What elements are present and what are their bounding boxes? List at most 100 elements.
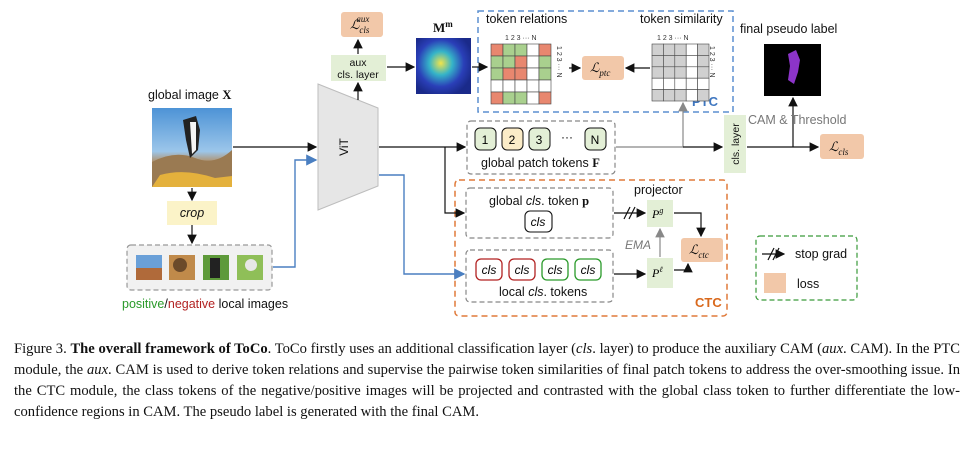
local-image-3: [203, 255, 229, 280]
matrix-cell: [697, 77, 710, 90]
ema-label: EMA: [625, 238, 651, 252]
legend-stop-grad-mark-2: [772, 247, 780, 261]
matrix-cell: [674, 89, 687, 102]
arrow-local-to-vit: [273, 154, 318, 268]
matrix-cell: [526, 91, 540, 105]
global-cls-token-text: cls: [531, 215, 546, 229]
token-similarity-matrix: [651, 43, 710, 102]
global-cls-token: [524, 210, 553, 233]
local-cls-token-1: [475, 258, 503, 281]
token-similarity-label: token similarity: [640, 12, 723, 26]
framework-diagram: PTC CTC global image X crop positive/neg…: [122, 10, 864, 317]
legend-box: [755, 235, 858, 301]
aux-loss-label: ℒclsaux: [350, 14, 370, 35]
matrix-cell: [490, 67, 504, 81]
pseudo-label-mask: [788, 50, 800, 84]
patch-token-n: [584, 127, 607, 151]
matrix-cell: [663, 77, 676, 90]
crop-box: [167, 201, 217, 225]
ctc-loss-box: [681, 238, 723, 262]
local-cls-token-1-text: cls: [482, 263, 497, 277]
token-relations-label: token relations: [486, 12, 567, 26]
caption-body-3: . CAM). In the PTC module, the: [14, 341, 960, 378]
caption-body-4: . CAM is used to derive token relations …: [14, 362, 960, 420]
matrix-cell: [502, 67, 516, 81]
matrix-cell: [674, 77, 687, 90]
relations-row-index: 1 2 3 ··· N: [555, 46, 562, 78]
ptc-loss-box: [582, 56, 624, 80]
matrix-cell: [651, 55, 664, 68]
matrix-cell: [538, 43, 552, 57]
patch-token-1-label: 1: [482, 133, 489, 147]
patch-token-3-label: 3: [536, 133, 543, 147]
matrix-cell: [502, 79, 516, 93]
matrix-cell: [526, 55, 540, 69]
matrix-cell: [514, 91, 528, 105]
matrix-cell: [526, 43, 540, 57]
caption-body-1: . ToCo firstly uses an additional classi…: [267, 341, 577, 357]
caption-aux-2: aux: [86, 362, 109, 378]
caption-aux: aux: [821, 341, 844, 357]
local-cls-tokens-box: [465, 249, 614, 303]
local-image-1: [136, 255, 162, 280]
patch-token-n-label: N: [591, 133, 600, 147]
global-patch-tokens-label: global patch tokens F: [481, 156, 600, 170]
patch-token-2: [501, 127, 524, 151]
projector-local: [647, 258, 673, 288]
matrix-cell: [538, 79, 552, 93]
legend-stop-grad-mark-1: [767, 247, 775, 261]
matrix-cell: [685, 77, 698, 90]
arrow-vit-to-local-cls: [379, 174, 466, 280]
patch-token-3: [528, 127, 551, 151]
crop-label: crop: [180, 206, 204, 220]
caption-body-2: . layer) to produce the auxiliary CAM (: [592, 341, 822, 357]
matrix-cell: [502, 91, 516, 105]
global-patch-tokens-box: [466, 120, 616, 175]
matrix-cell: [674, 66, 687, 79]
relations-col-index: 1 2 3 ··· N: [505, 35, 537, 42]
ctc-label: CTC: [695, 295, 722, 310]
local-cls-token-2-text: cls: [515, 263, 530, 277]
arrow-projector-global-to-loss: [674, 212, 706, 238]
local-cls-token-2: [508, 258, 536, 281]
mm-label: Mm: [433, 19, 453, 35]
matrix-cell: [685, 89, 698, 102]
matrix-cell: [685, 43, 698, 56]
caption-title: The overall framework of ToCo: [70, 341, 268, 357]
local-images-box: [126, 244, 273, 291]
matrix-cell: [674, 43, 687, 56]
matrix-cell: [502, 55, 516, 69]
matrix-cell: [697, 55, 710, 68]
similarity-row-index: 1 2 3 ··· N: [708, 46, 715, 78]
matrix-cell: [663, 55, 676, 68]
matrix-cell: [490, 55, 504, 69]
matrix-cell: [651, 43, 664, 56]
patch-token-1: [474, 127, 497, 151]
matrix-cell: [651, 89, 664, 102]
stop-grad-mark-2: [628, 206, 636, 220]
matrix-cell: [663, 43, 676, 56]
vit-label: ViT: [337, 137, 351, 155]
matrix-cell: [674, 55, 687, 68]
local-image-2: [169, 255, 195, 280]
global-image: [152, 108, 232, 187]
matrix-cell: [490, 79, 504, 93]
legend-loss-label: loss: [797, 277, 819, 291]
aux-loss-box: [341, 12, 383, 37]
matrix-cell: [490, 91, 504, 105]
matrix-cell: [514, 79, 528, 93]
legend-stop-grad-label: stop grad: [795, 247, 847, 261]
matrix-cell: [514, 55, 528, 69]
similarity-col-index: 1 2 3 ··· N: [657, 35, 689, 42]
caption-cls: cls: [576, 341, 593, 357]
local-image-4: [237, 255, 263, 280]
matrix-cell: [651, 66, 664, 79]
global-cls-token-label: global cls. token p: [489, 194, 589, 208]
stop-grad-mark-1: [623, 206, 631, 220]
matrix-cell: [685, 55, 698, 68]
matrix-cell: [538, 91, 552, 105]
matrix-cell: [526, 79, 540, 93]
matrix-cell: [685, 66, 698, 79]
